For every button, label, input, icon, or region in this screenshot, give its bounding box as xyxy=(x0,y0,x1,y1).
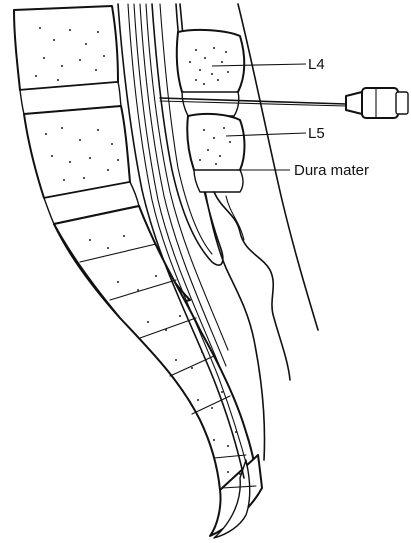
sacrum-coccyx xyxy=(54,206,262,538)
syringe-end xyxy=(396,92,408,114)
interspinous-ligament xyxy=(182,92,239,116)
needle-hub xyxy=(346,92,362,114)
spinous-process-l4 xyxy=(177,30,244,95)
posterior-sacral-outline xyxy=(214,192,290,380)
label-l4: L4 xyxy=(308,56,325,73)
label-l5: L5 xyxy=(308,125,325,142)
spinous-process-lower xyxy=(194,170,243,192)
posterior-sacral-crest xyxy=(226,196,244,240)
label-dura-mater: Dura mater xyxy=(294,162,369,179)
vertebral-body-middle xyxy=(24,106,130,198)
syringe-body xyxy=(362,88,398,118)
labels: L4 L5 Dura mater xyxy=(294,56,369,179)
vertebral-body-upper xyxy=(14,6,118,90)
